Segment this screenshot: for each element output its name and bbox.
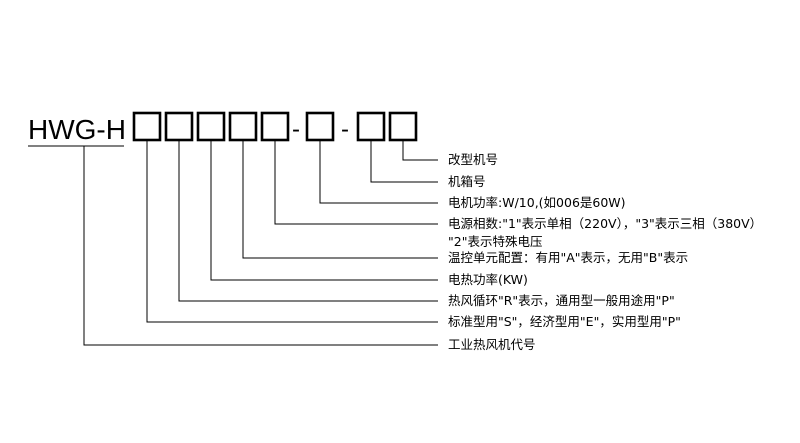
code-box-standard-type [132,111,162,142]
leader-power-phase [274,140,438,225]
code-box-power-phase [260,111,290,142]
code-prefix: HWG-H [28,114,126,145]
label-modification-no: 改型机号 [448,152,498,167]
label-industrial-code: 工业热风机代号 [448,337,536,352]
leader-standard-type [146,140,438,323]
leader-modification-no [402,140,438,161]
label-hot-air-circulation: 热风循环"R"表示，通用型一般用途用"P" [448,293,675,308]
separator-2: - [341,116,349,143]
code-box-hot-air-circulation [164,111,194,142]
label-heating-power: 电热功率(KW) [448,272,528,287]
leader-cabinet-no [370,140,438,183]
label-motor-power: 电机功率:W/10,(如006是60W) [448,195,626,210]
label-cabinet-no: 机箱号 [448,174,486,189]
leader-hot-air-circulation [178,140,438,302]
code-box-heating-power-2 [228,111,258,142]
label-power-phase-line2: "2"表示特殊电压 [448,234,542,249]
code-box-modification-no [388,111,418,142]
leader-heating-power [210,140,438,281]
code-box-cabinet-no [356,111,386,142]
label-power-phase-line1: 电源相数:"1"表示单相（220V），"3"表示三相（380V） [448,216,762,231]
label-temperature-control: 温控单元配置：有用"A"表示，无用"B"表示 [448,250,688,265]
label-standard-type: 标准型用"S"，经济型用"E"，实用型用"P" [448,314,681,329]
code-box-motor-power [305,111,335,142]
separator-1: - [292,116,300,143]
leader-temperature-control [242,140,438,259]
leader-industrial-code [83,146,438,346]
leader-motor-power [319,140,438,204]
code-box-heating-power-1 [196,111,226,142]
